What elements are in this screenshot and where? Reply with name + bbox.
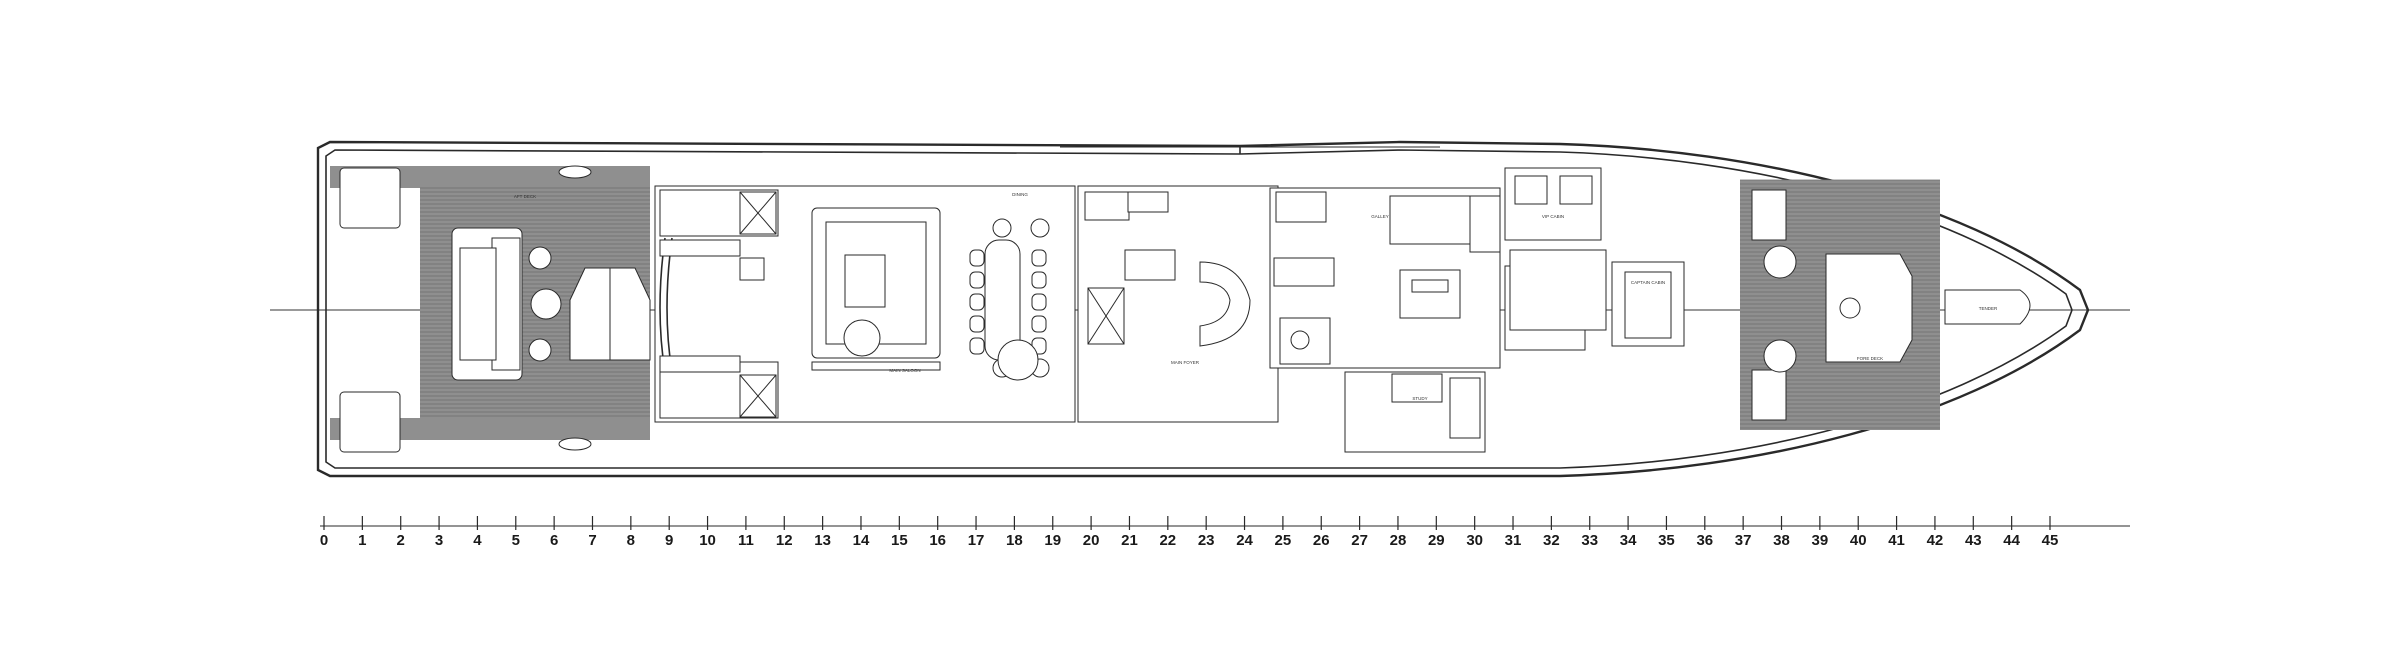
scale-label: 21 [1121,532,1138,549]
scale-label: 12 [776,532,793,549]
scale-label: 14 [853,532,870,549]
galley: GALLEY [1269,187,1501,369]
scale-label: 20 [1083,532,1100,549]
scale-label: 25 [1275,532,1292,549]
room-label-captain-cabin: CAPTAIN CABIN [1631,280,1665,285]
scale-label: 40 [1850,532,1867,549]
scale-label: 8 [627,532,635,549]
scale-label: 5 [512,532,520,549]
dining-chair [1031,249,1047,267]
room-label-fore-deck: FORE DECK [1857,356,1883,361]
vip-cabin: VIP CABIN CAPTAIN CABIN [1504,167,1685,347]
scale-label: 10 [699,532,716,549]
scale-label: 42 [1927,532,1944,549]
scale-label: 13 [814,532,831,549]
room-label-main-foyer: MAIN FOYER [1171,360,1200,365]
scale-label: 22 [1159,532,1176,549]
scale-label: 35 [1658,532,1675,549]
scale-label: 19 [1044,532,1061,549]
scale-label: 2 [397,532,405,549]
hull-outline [316,140,2090,478]
scale-label: 39 [1812,532,1829,549]
dining-chair [1031,293,1047,311]
scale-label: 9 [665,532,673,549]
scale-label: 44 [2003,532,2020,549]
scale-label: 29 [1428,532,1445,549]
room-label-vip-cabin: VIP CABIN [1542,214,1564,219]
room-label-aft-deck: AFT DECK [514,194,536,199]
main-foyer: MAIN FOYER [1077,185,1279,423]
room-label-main-saloon: MAIN SALOON [889,368,920,373]
scale-label: 17 [968,532,985,549]
dining-chair [1031,315,1047,333]
scale-label: 7 [588,532,596,549]
scale-label: 28 [1390,532,1407,549]
scale-label: 6 [550,532,558,549]
scale-label: 26 [1313,532,1330,549]
room-label-galley: GALLEY [1371,214,1389,219]
aft-deck: AFT DECK [330,165,651,453]
dining-chair [1031,271,1047,289]
room-label-dining: DINING [1012,192,1028,197]
scale-label: 27 [1351,532,1368,549]
scale-label: 43 [1965,532,1982,549]
scale-label: 36 [1696,532,1713,549]
dining-chair [969,293,985,311]
scale-label: 24 [1236,532,1253,549]
scale-label: 45 [2042,532,2059,549]
main-saloon: MAIN SALOON [654,185,1076,423]
scale-label: 37 [1735,532,1752,549]
scale-label: 15 [891,532,908,549]
scale-label: 30 [1466,532,1483,549]
scale-label: 3 [435,532,443,549]
scale-label: 23 [1198,532,1215,549]
scale-label: 1 [358,532,366,549]
scale-label: 34 [1620,532,1637,549]
scale-label: 31 [1505,532,1522,549]
scale-label: 41 [1888,532,1905,549]
scale-label: 18 [1006,532,1023,549]
dining: DINING [969,192,1050,381]
dining-chair [969,337,985,355]
dining-chair [969,271,985,289]
dining-chair [969,315,985,333]
scale-label: 32 [1543,532,1560,549]
scale-label: 11 [738,532,754,549]
scale-label: 16 [929,532,946,549]
scale-label: 38 [1773,532,1790,549]
room-label-tender: TENDER [1979,306,1998,311]
scale-label: 0 [320,532,328,549]
dining-chair [969,249,985,267]
room-label-captain-study: STUDY [1412,396,1427,401]
scale-label: 33 [1581,532,1598,549]
scale-label: 4 [473,532,482,549]
fore-deck: FORE DECK TENDER [1740,179,2031,430]
